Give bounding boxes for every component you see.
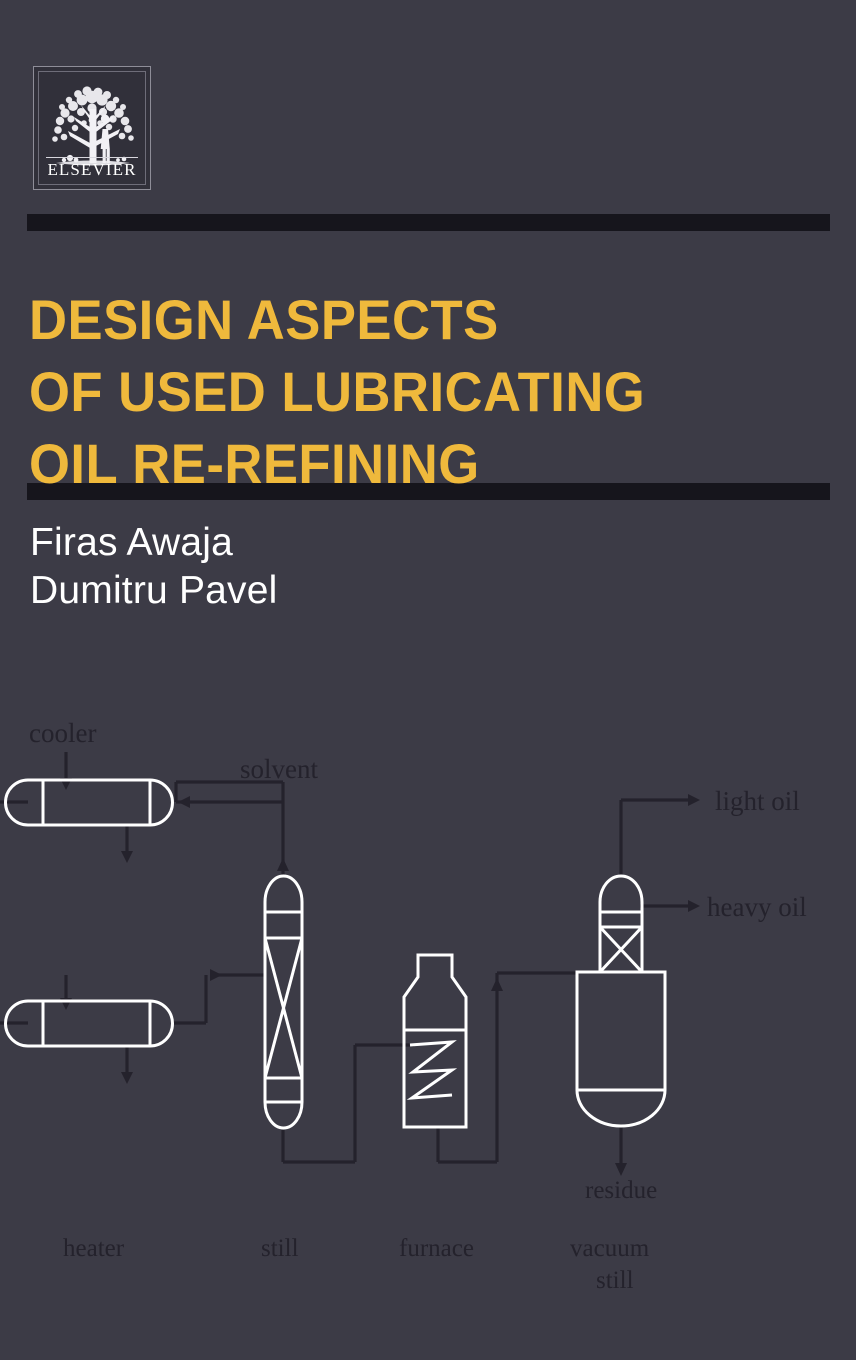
label-heater: heater [63,1235,125,1262]
page-title: DESIGN ASPECTS OF USED LUBRICATING OIL R… [29,287,646,495]
label-furnace: furnace [399,1235,474,1262]
title-rule-top [27,214,830,231]
label-residue: residue [585,1177,657,1204]
logo-border [38,71,146,185]
publisher-wordmark: ELSEVIER [47,160,137,179]
label-vacuum-still: still [596,1267,634,1294]
label-still: still [261,1235,299,1262]
author-names: Firas Awaja Dumitru Pavel [30,521,278,612]
label-light-oil: light oil [715,786,800,816]
elsevier-tree-logo-icon [52,86,134,166]
label-solvent: solvent [240,754,318,784]
label-cooler: cooler [29,718,96,748]
logo-divider [46,157,138,158]
label-vacuum: vacuum [570,1235,650,1262]
title-rule-bottom [27,483,830,500]
elsevier-logo: ELSEVIER [33,66,151,190]
label-heavy-oil: heavy oil [707,892,807,922]
process-flow-diagram: cooler solvent light oil heavy oil resid… [0,690,856,1310]
